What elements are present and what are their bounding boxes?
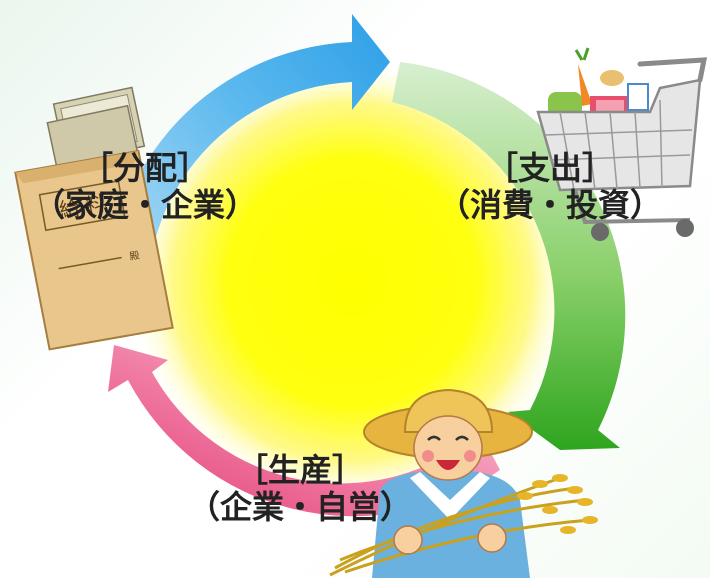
node-production-heading: ［生産］: [235, 451, 364, 489]
node-expenditure-label: ［支出］ （消費・投資）: [400, 150, 700, 224]
node-production-detail: （企業・自営）: [187, 487, 412, 526]
arrow-production-to-distribution: [108, 345, 500, 517]
envelope-line: 殿: [129, 249, 141, 263]
salary-envelope-illustration: 給 料 殿: [14, 86, 174, 351]
node-expenditure-heading: ［支出］: [485, 149, 614, 187]
node-distribution-detail: （家庭・企業）: [32, 185, 257, 224]
node-distribution-heading: ［分配］: [80, 149, 209, 187]
node-distribution-label: ［分配］ （家庭・企業）: [0, 150, 290, 224]
node-production-label: ［生産］ （企業・自営）: [150, 452, 450, 526]
node-expenditure-detail: （消費・投資）: [437, 185, 662, 224]
farmer-illustration: [329, 388, 598, 578]
shopping-cart-illustration: [536, 47, 708, 241]
